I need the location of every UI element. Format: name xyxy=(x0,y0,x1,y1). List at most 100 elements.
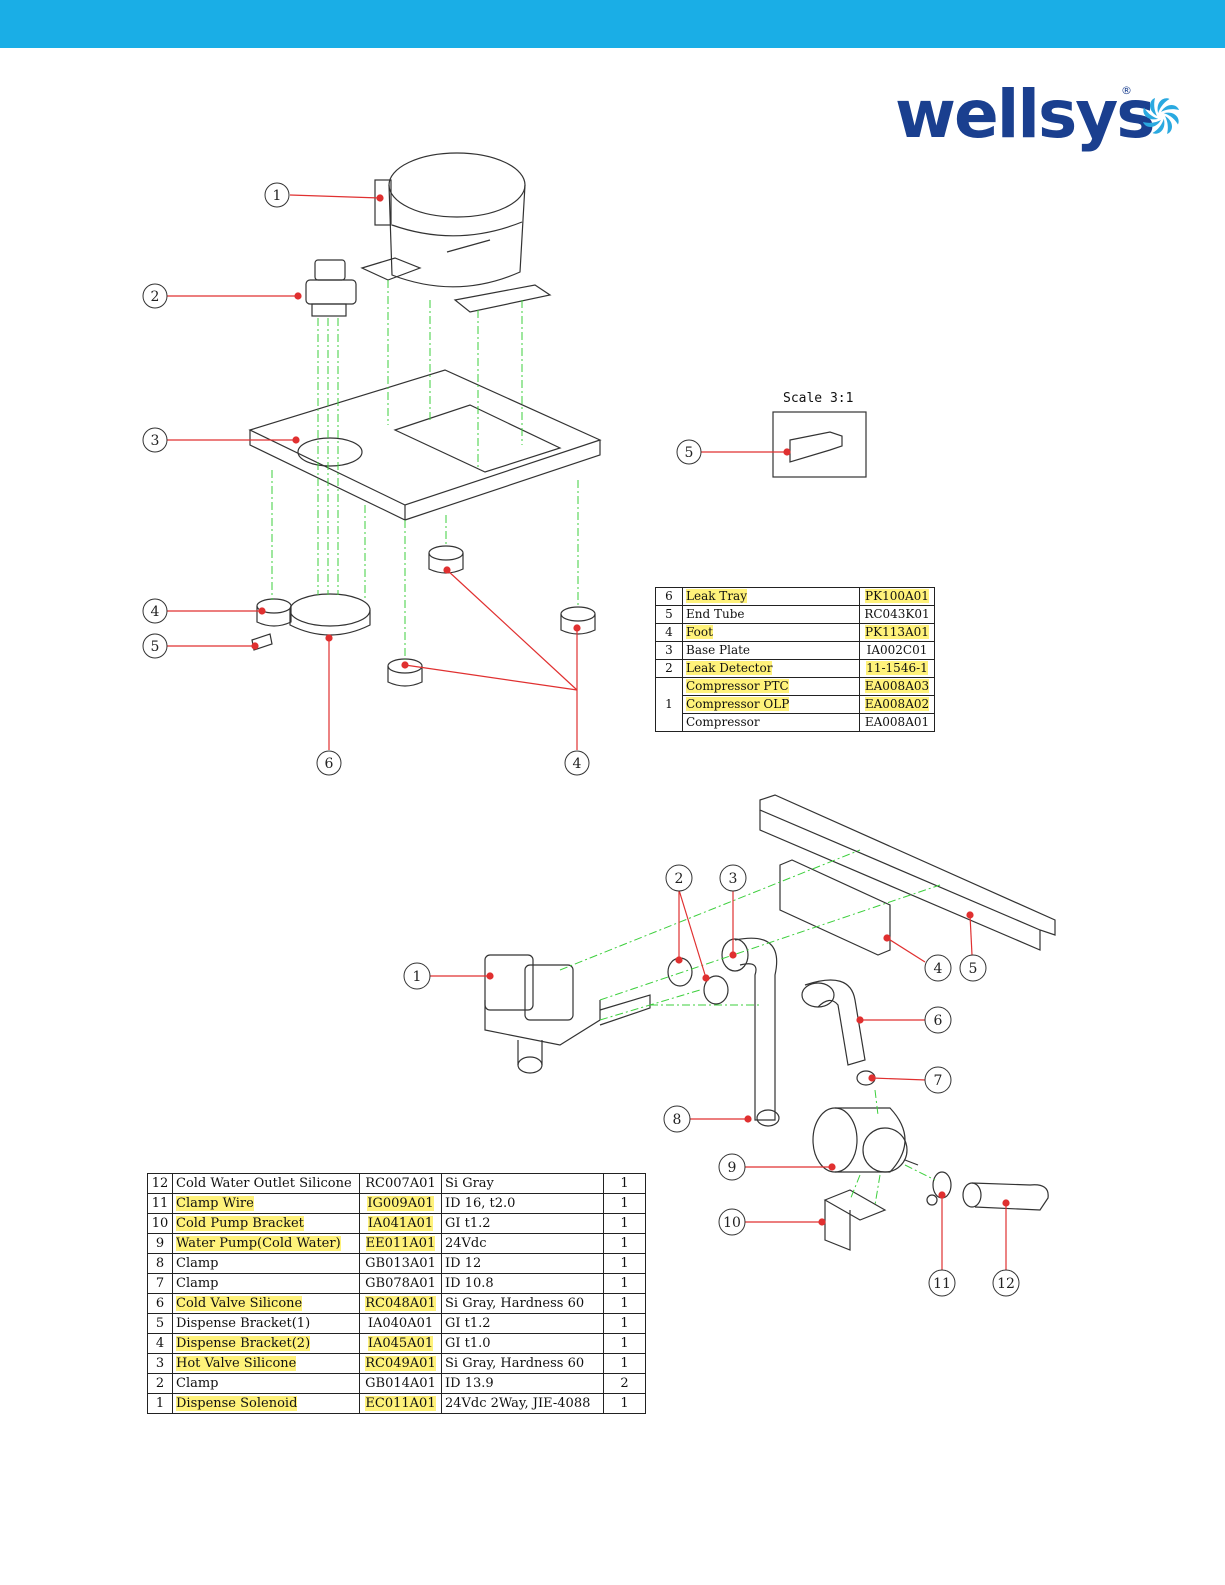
part-name-text: Compressor xyxy=(686,715,760,729)
part-name-text: Water Pump(Cold Water) xyxy=(176,1236,341,1251)
cold-pump-bracket-drawing xyxy=(823,1189,887,1251)
assembly-guides-1 xyxy=(271,280,579,660)
callout-1: 1 xyxy=(273,188,282,204)
part-spec-text: GI t1.0 xyxy=(445,1336,491,1351)
part-spec-text: Si Gray, Hardness 60 xyxy=(445,1356,585,1371)
top-banner xyxy=(0,0,1225,48)
part-code-text: EA008A02 xyxy=(864,697,930,711)
callout-d2-7: 7 xyxy=(934,1073,943,1089)
part-name: Leak Tray xyxy=(682,587,860,606)
leader-lines xyxy=(166,194,1010,1270)
scale-detail-box xyxy=(772,411,867,478)
part-spec-text: ID 10.8 xyxy=(445,1276,494,1291)
part-qty-text: 1 xyxy=(620,1396,629,1411)
part-code: EC011A01 xyxy=(359,1393,442,1414)
part-no-text: 10 xyxy=(151,1216,169,1231)
part-code: GB014A01 xyxy=(359,1373,442,1394)
part-spec: Si Gray, Hardness 60 xyxy=(441,1293,604,1314)
part-no: 6 xyxy=(655,587,683,606)
part-code-text: EA008A01 xyxy=(864,715,930,729)
part-name-text: Cold Water Outlet Silicone xyxy=(176,1176,352,1191)
part-code: PK113A01 xyxy=(859,623,935,642)
part-code-text: RC007A01 xyxy=(365,1176,436,1191)
part-no: 1 xyxy=(655,677,683,732)
leak-tray-drawing xyxy=(289,593,371,636)
compressor-drawing xyxy=(360,152,552,313)
part-qty: 1 xyxy=(603,1333,646,1354)
part-no-text: 1 xyxy=(155,1396,165,1411)
part-qty: 1 xyxy=(603,1393,646,1414)
part-name-text: Dispense Bracket(2) xyxy=(176,1336,311,1351)
part-no: 7 xyxy=(147,1273,173,1294)
part-no: 12 xyxy=(147,1173,173,1194)
part-code-text: EE011A01 xyxy=(365,1236,436,1251)
wellsys-logo: wellsys ® xyxy=(895,70,1195,160)
callout-3: 3 xyxy=(151,433,160,449)
part-name: Compressor OLP xyxy=(682,695,860,714)
dispense-bracket-2-drawing xyxy=(779,859,891,956)
part-code: IA002C01 xyxy=(859,641,935,660)
part-code: IA041A01 xyxy=(359,1213,442,1234)
part-spec-text: ID 13.9 xyxy=(445,1376,494,1391)
part-qty: 1 xyxy=(603,1253,646,1274)
callout-5: 5 xyxy=(151,639,160,655)
part-name-text: Hot Valve Silicone xyxy=(176,1356,297,1371)
part-code-text: EC011A01 xyxy=(365,1396,436,1411)
part-name: Clamp xyxy=(172,1373,360,1394)
part-name: Clamp xyxy=(172,1253,360,1274)
part-spec: ID 10.8 xyxy=(441,1273,604,1294)
part-name-text: Leak Detector xyxy=(686,661,773,675)
callout-4: 4 xyxy=(151,604,160,620)
part-no: 3 xyxy=(147,1353,173,1374)
part-no-text: 1 xyxy=(665,697,673,711)
parts-table-2: 12 Cold Water Outlet Silicone RC007A01 Si G… xyxy=(147,1173,646,1414)
part-spec-text: ID 12 xyxy=(445,1256,482,1271)
part-no: 4 xyxy=(655,623,683,642)
part-code: EA008A01 xyxy=(859,713,935,732)
part-spec-text: Si Gray, Hardness 60 xyxy=(445,1296,585,1311)
base-plate-drawing xyxy=(248,369,602,521)
part-no: 5 xyxy=(655,605,683,624)
part-qty-text: 1 xyxy=(620,1356,629,1371)
callout-d2-3: 3 xyxy=(729,871,738,887)
part-qty: 1 xyxy=(603,1353,646,1374)
part-spec: Si Gray, Hardness 60 xyxy=(441,1353,604,1374)
part-name: Cold Valve Silicone xyxy=(172,1293,360,1314)
part-code: RC048A01 xyxy=(359,1293,442,1314)
dispense-bracket-1-drawing xyxy=(759,794,1056,951)
part-code-text: EA008A03 xyxy=(864,679,930,693)
part-name: End Tube xyxy=(682,605,860,624)
part-no-text: 4 xyxy=(665,625,673,639)
part-name: Compressor xyxy=(682,713,860,732)
part-name: Dispense Bracket(1) xyxy=(172,1313,360,1334)
callout-d2-11: 11 xyxy=(933,1276,951,1292)
part-qty: 1 xyxy=(603,1293,646,1314)
part-no-text: 12 xyxy=(151,1176,169,1191)
callout-6: 6 xyxy=(325,756,334,772)
part-code: PK100A01 xyxy=(859,587,935,606)
part-qty: 1 xyxy=(603,1173,646,1194)
callout-d2-12: 12 xyxy=(997,1276,1015,1292)
part-name: Clamp xyxy=(172,1273,360,1294)
callout-4-bottom: 4 xyxy=(573,756,582,772)
part-spec-text: GI t1.2 xyxy=(445,1316,491,1331)
part-code: IA045A01 xyxy=(359,1333,442,1354)
table-row: Compressor EA008A01 xyxy=(656,713,935,732)
part-spec-text: GI t1.2 xyxy=(445,1216,491,1231)
part-code: EE011A01 xyxy=(359,1233,442,1254)
part-qty: 1 xyxy=(603,1213,646,1234)
part-code: RC007A01 xyxy=(359,1173,442,1194)
cold-water-outlet-silicone-drawing xyxy=(962,1182,1049,1211)
part-name-text: End Tube xyxy=(686,607,745,621)
assembly-guides-2 xyxy=(559,849,941,1206)
part-code-text: RC043K01 xyxy=(864,607,930,621)
hot-valve-silicone-drawing xyxy=(721,937,778,1121)
